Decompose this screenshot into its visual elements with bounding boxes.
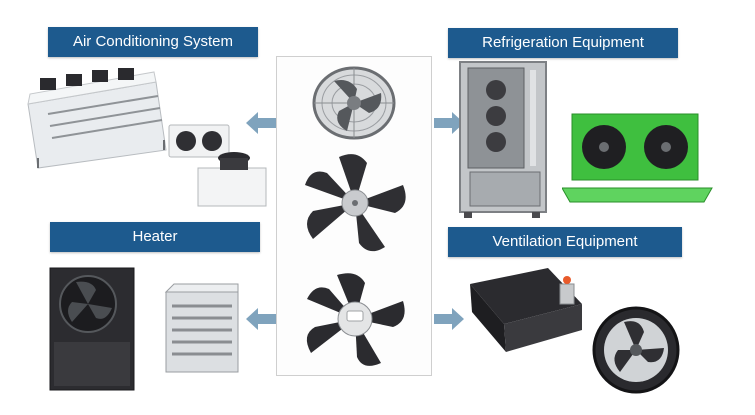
label-heater: Heater xyxy=(50,222,260,252)
rooftop-unit-image xyxy=(197,152,267,207)
unit-heater-image xyxy=(164,283,239,373)
condensing-unit-image xyxy=(168,124,230,158)
label-refrigeration: Refrigeration Equipment xyxy=(448,28,678,58)
motor-fan-image xyxy=(306,273,405,366)
arrow-right-icon xyxy=(434,112,464,134)
heat-pump-image xyxy=(49,267,135,391)
duct-fan-image xyxy=(592,306,680,394)
label-ventilation: Ventilation Equipment xyxy=(448,227,682,257)
axial-fan-blades-image xyxy=(305,154,406,252)
arrow-left-icon xyxy=(246,112,276,134)
dry-cooler-image xyxy=(27,68,167,169)
label-air-conditioning: Air Conditioning System xyxy=(48,27,258,57)
arrow-left-icon xyxy=(246,308,276,330)
caged-fan-image xyxy=(312,66,396,140)
green-condenser-image xyxy=(562,113,713,203)
arrow-right-icon xyxy=(434,308,464,330)
center-fan-panel xyxy=(276,56,432,376)
ventilation-box-image xyxy=(470,268,582,352)
refrigerated-cabinet-image xyxy=(459,61,547,218)
